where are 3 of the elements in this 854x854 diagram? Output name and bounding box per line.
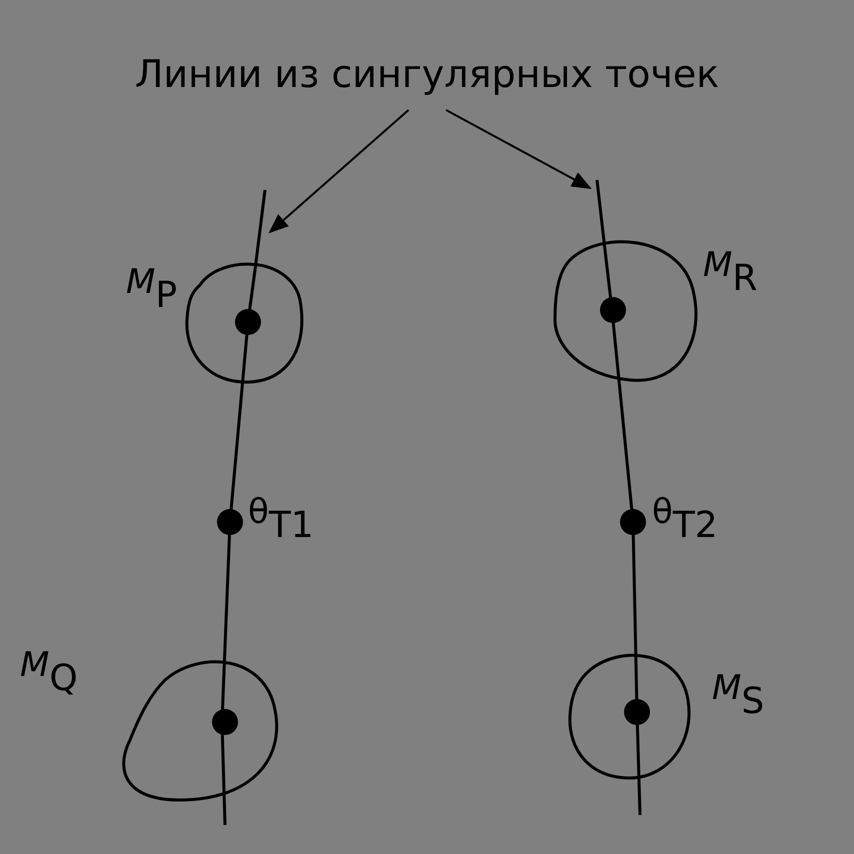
heading-text: Линии из сингулярных точек [134,52,720,96]
arrow [446,109,592,189]
arrow [268,109,410,234]
